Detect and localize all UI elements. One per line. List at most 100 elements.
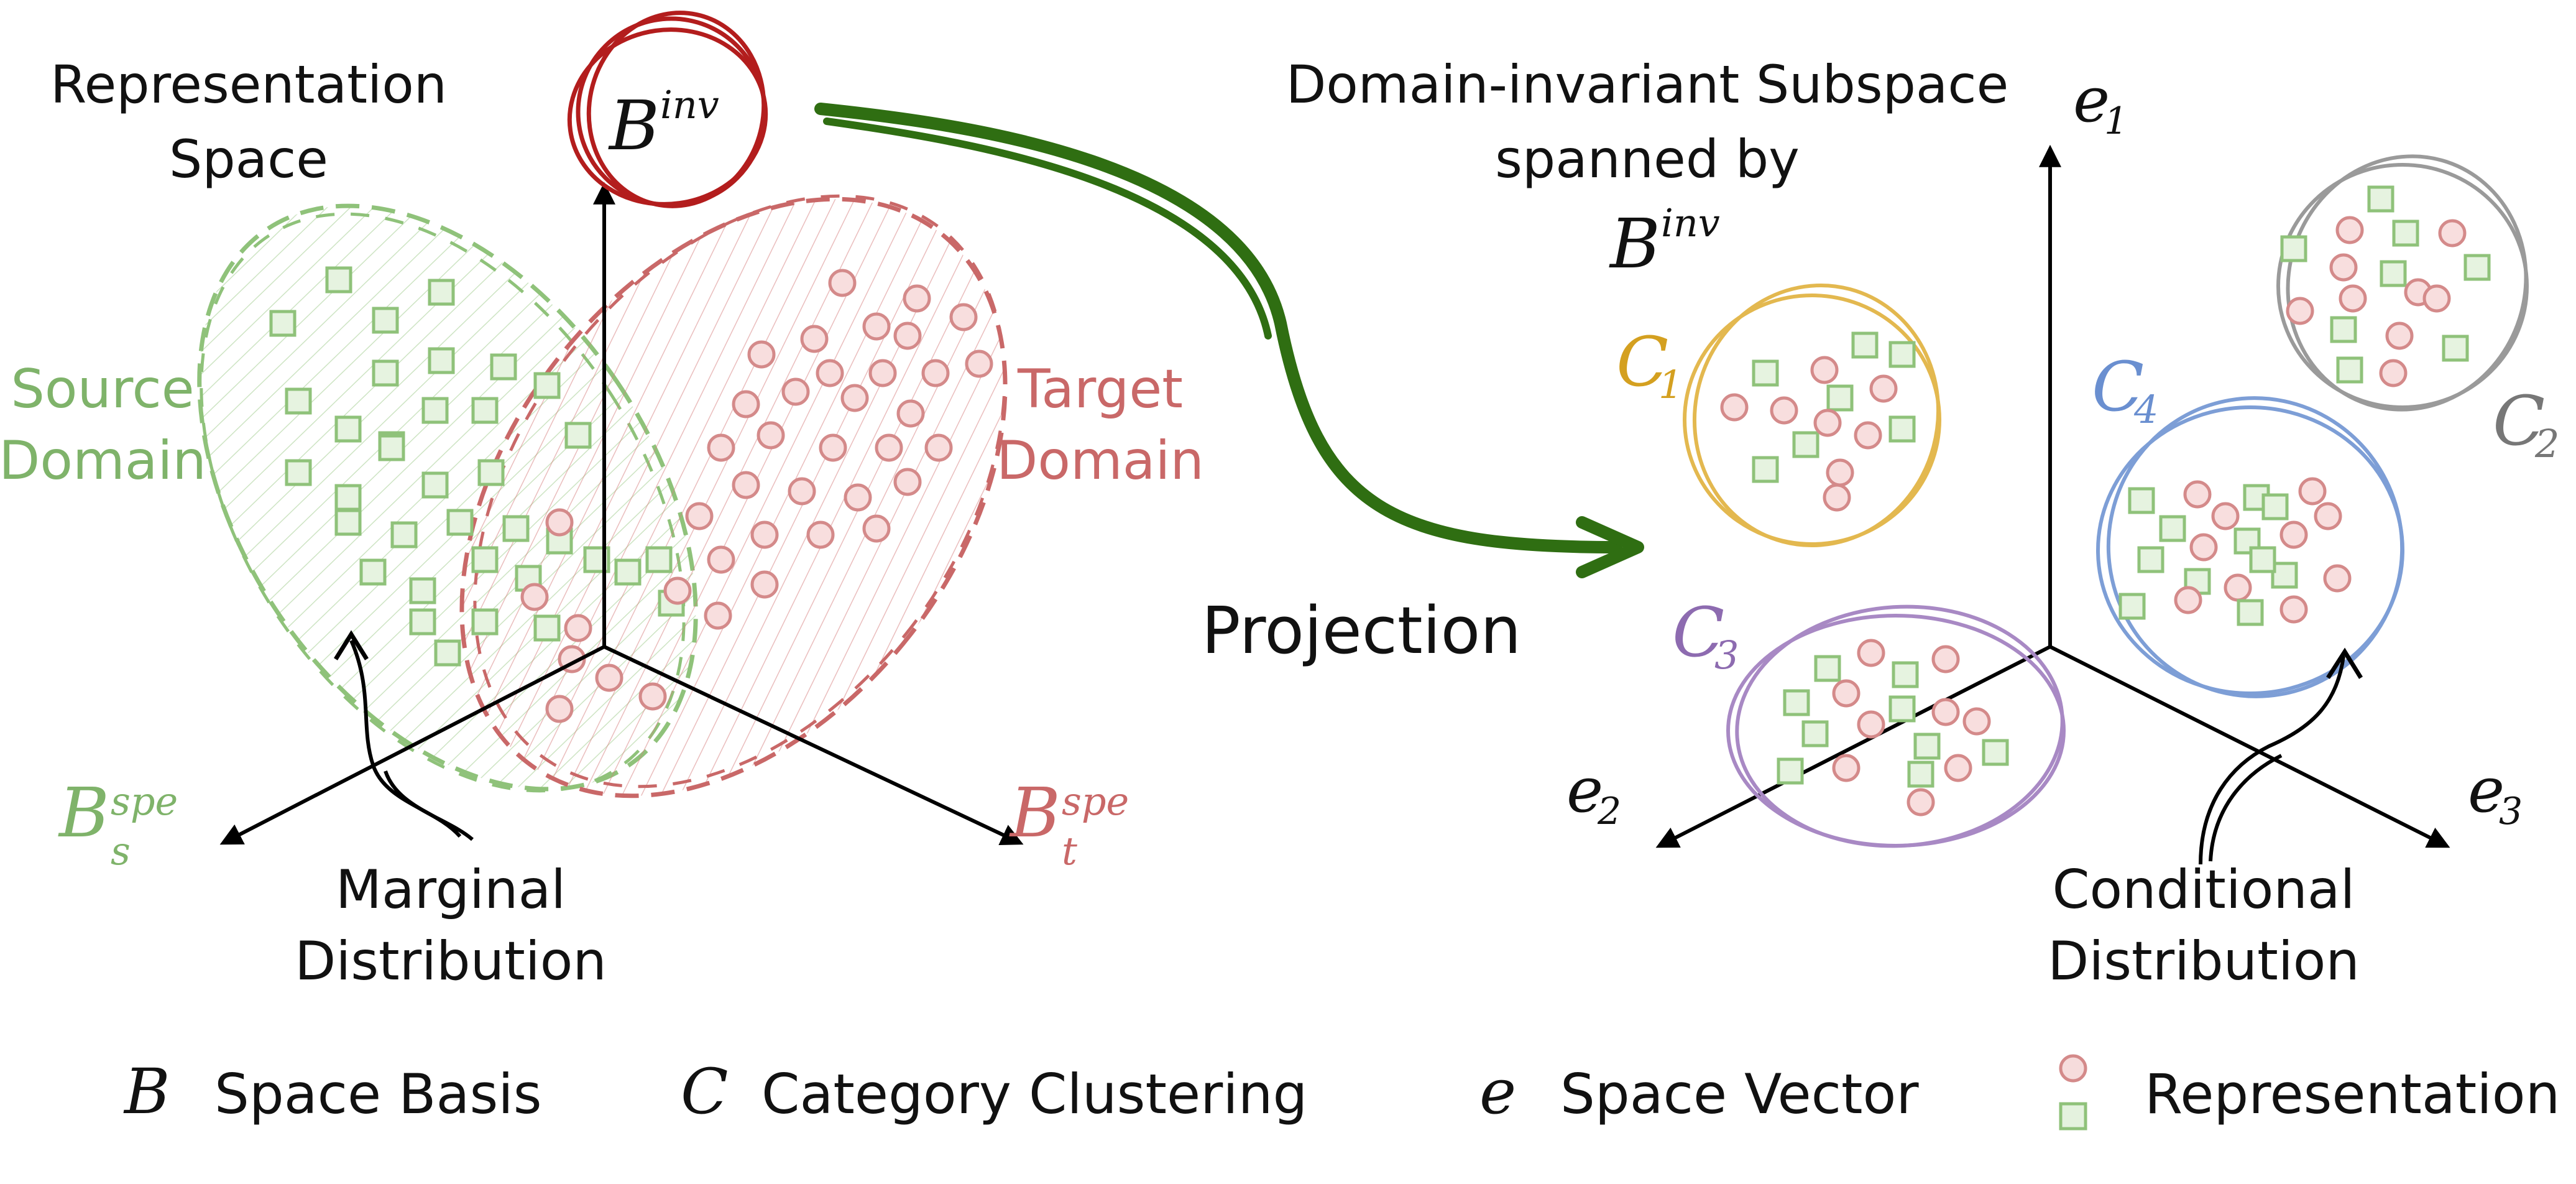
source-marker-square: [471, 546, 499, 573]
right-b-inv-base: B: [1609, 204, 1660, 284]
right-title-line1: Domain-invariant Subspace: [1286, 54, 2009, 115]
projection-label: Projection: [1202, 593, 1521, 668]
c2-sub: 2: [2534, 421, 2559, 466]
c1-marker-circle: [1869, 374, 1898, 403]
c3-marker-circle: [1857, 639, 1885, 667]
c2-marker-square: [2463, 254, 2491, 281]
target-marker-circle: [903, 284, 931, 313]
c2-marker-circle: [2385, 321, 2414, 350]
c4-marker-circle: [2298, 477, 2327, 506]
c3-marker-circle: [1944, 754, 1972, 782]
c2-base: C: [2493, 381, 2545, 461]
e3-base: e: [2468, 754, 2505, 826]
legend-c-text: Category Clustering: [761, 1062, 1307, 1126]
c3-marker-circle: [1931, 698, 1960, 726]
c2-marker-square: [2280, 235, 2307, 262]
legend-e-text: Space Vector: [1560, 1062, 1919, 1126]
conditional-line1: Conditional: [2053, 859, 2355, 921]
c4-marker-circle: [2314, 502, 2342, 530]
c4-marker-circle: [2174, 586, 2202, 614]
label-e2: e 2: [1566, 754, 1621, 833]
label-c2: C 2: [2493, 381, 2559, 466]
c2-marker-circle: [2422, 284, 2451, 313]
c3-marker-square: [1814, 655, 1841, 682]
c3-marker-square: [1801, 720, 1829, 747]
axis-e3: [2049, 645, 2450, 848]
c3-marker-circle: [1962, 707, 1991, 736]
c3-marker-square: [1892, 661, 1919, 688]
source-marker-square: [533, 614, 561, 642]
c4-base: C: [2092, 347, 2144, 427]
target-marker-circle: [819, 433, 847, 462]
left-title-line2: Space: [169, 129, 328, 190]
source-marker-square: [533, 372, 561, 399]
c1-marker-circle: [1823, 483, 1851, 512]
target-marker-circle: [893, 468, 922, 496]
right-b-inv-sup: inv: [1661, 200, 1720, 246]
target-marker-circle: [781, 377, 810, 406]
source-marker-square: [471, 397, 499, 424]
source-marker-square: [409, 577, 436, 604]
legend: B Space Basis C Category Clustering e Sp…: [123, 1054, 2560, 1131]
c4-marker-square: [2237, 599, 2264, 626]
c3-marker-square: [1907, 761, 1934, 788]
target-domain-line1: Target: [1017, 358, 1183, 420]
target-marker-circle: [750, 520, 779, 549]
target-marker-circle: [685, 502, 714, 530]
label-b-inv-top: B inv: [608, 82, 719, 165]
target-marker-circle: [875, 433, 903, 462]
right-title-line2: spanned by: [1495, 129, 1800, 190]
c1-marker-circle: [1810, 356, 1839, 384]
legend-circle-marker: [2059, 1054, 2087, 1083]
target-marker-circle: [704, 601, 732, 630]
c4-marker-square: [2249, 546, 2276, 573]
marginal-line1: Marginal: [336, 859, 566, 921]
source-marker-square: [334, 509, 362, 536]
axis-e2: [1655, 645, 2051, 848]
source-domain-line1: Source: [11, 358, 194, 420]
b-t-spe-sub: t: [1062, 828, 1077, 874]
c4-marker-circle: [2323, 564, 2352, 593]
c4-marker-square: [2261, 493, 2289, 520]
marginal-arrow: [334, 630, 474, 841]
target-marker-circle: [747, 340, 776, 369]
right-axes: [1655, 144, 2450, 848]
c3-sub: 3: [1714, 632, 1739, 678]
c2-marker-circle: [2379, 359, 2408, 387]
c1-marker-square: [1752, 359, 1779, 387]
source-marker-square: [421, 397, 449, 424]
c1-marker-circle: [1854, 421, 1882, 450]
source-marker-square: [285, 387, 312, 415]
target-domain-line2: Domain: [996, 430, 1204, 492]
c3-marker-circle: [1857, 710, 1885, 739]
c3-marker-circle: [1832, 679, 1861, 708]
b-t-spe-sup: spe: [1062, 779, 1129, 824]
c3-marker-square: [1913, 733, 1941, 760]
source-marker-square: [564, 422, 592, 449]
source-marker-square: [285, 459, 312, 486]
label-c1: C 1: [1616, 322, 1683, 407]
projection-arrow: [814, 103, 1644, 578]
legend-b-symbol: B: [123, 1055, 170, 1128]
right-title-basis: B inv: [1609, 200, 1720, 284]
label-e3: e 3: [2468, 754, 2523, 833]
c1-marker-square: [1826, 384, 1854, 412]
target-marker-circle: [844, 483, 872, 512]
source-marker-square: [490, 353, 517, 381]
source-marker-square: [502, 515, 530, 542]
c1-marker-circle: [1770, 396, 1798, 425]
e1-base: e: [2073, 63, 2110, 136]
b-inv-highlight-circle: [567, 11, 768, 208]
c4-marker-circle: [2279, 595, 2308, 624]
e2-base: e: [1566, 754, 1603, 826]
target-marker-circle: [828, 269, 857, 297]
b-s-spe-base: B: [58, 773, 109, 853]
left-title-line1: Representation: [50, 54, 447, 115]
c1-marker-square: [1851, 331, 1879, 359]
c2-marker-square: [2367, 185, 2394, 213]
c3-base: C: [1672, 593, 1724, 672]
cluster-c4-outline: [2096, 396, 2404, 698]
c2-marker-circle: [2329, 253, 2358, 282]
legend-b-text: Space Basis: [214, 1062, 542, 1126]
